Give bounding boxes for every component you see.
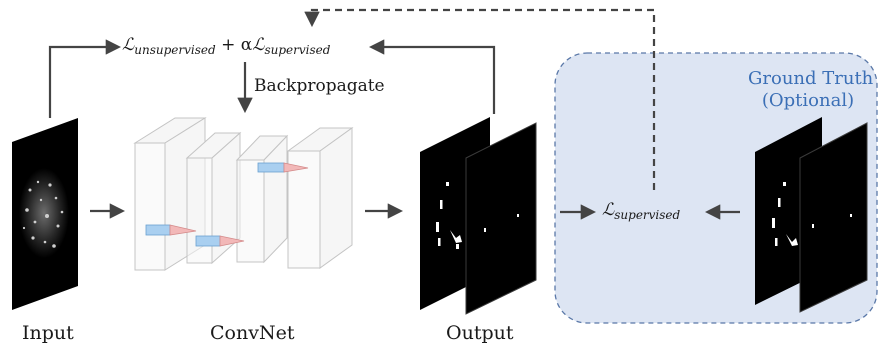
input-image	[12, 118, 78, 310]
output-to-loss-arrow-top	[368, 39, 496, 114]
ground-truth-title: Ground Truth	[748, 68, 874, 89]
loss-subscript-unsupervised: unsupervised	[134, 43, 216, 57]
backpropagate-label: Backpropagate	[254, 76, 385, 96]
input-to-loss-arrow	[48, 39, 122, 118]
supervised-loss-label: ℒsupervised	[602, 200, 681, 222]
convnet-kernels	[145, 162, 309, 247]
output-caption: Output	[446, 322, 514, 344]
loss-plus-alpha: + α	[215, 35, 253, 55]
convnet-block	[133, 117, 354, 271]
supervised-feedback-dashed-arrow	[304, 8, 656, 190]
input-caption: Input	[22, 322, 74, 344]
ground-truth-images	[755, 117, 868, 313]
output-images	[420, 117, 537, 315]
loss-subscript-supervised: supervised	[264, 43, 331, 57]
loss-symbol: ℒ	[122, 35, 135, 55]
ground-truth-optional: (Optional)	[761, 90, 855, 111]
total-loss-label: ℒunsupervised + αℒsupervised	[122, 35, 331, 57]
convnet-caption: ConvNet	[210, 322, 295, 344]
supervised-loss-subscript: supervised	[614, 208, 681, 222]
supervised-loss-symbol: ℒ	[602, 200, 615, 220]
ground-truth-label: Ground Truth (Optional)	[748, 68, 874, 112]
loss-symbol-2: ℒ	[252, 35, 265, 55]
